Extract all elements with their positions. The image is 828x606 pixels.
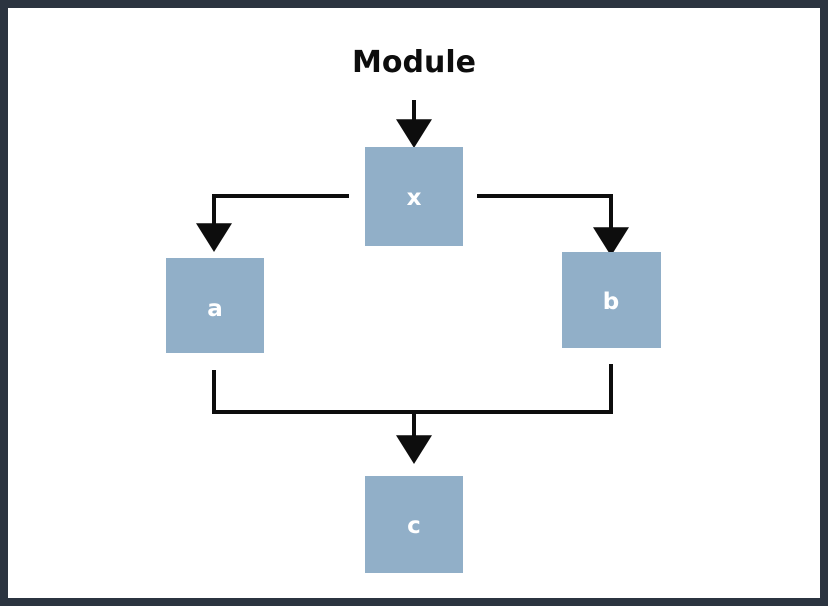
node-a-label: a [207,296,223,322]
line-b-merge [414,364,613,414]
edge-x-to-a [196,194,349,252]
node-a-box[interactable] [166,258,264,353]
edge-x-to-b [477,194,629,256]
node-x-box[interactable] [365,147,463,246]
node-b[interactable]: b [562,252,661,348]
arrow-x-to-b [477,194,629,256]
line-a-merge [212,370,414,414]
edge-b-to-merge [414,364,613,414]
diagram-title: Module [352,45,476,80]
node-a[interactable]: a [166,258,264,353]
node-c[interactable]: c [365,476,463,573]
node-x-label: x [407,185,422,211]
arrow-x-to-a [196,194,349,252]
node-b-box[interactable] [562,252,661,348]
node-x[interactable]: x [365,147,463,246]
node-b-label: b [603,289,619,315]
node-c-box[interactable] [365,476,463,573]
node-c-label: c [407,513,421,539]
edge-a-to-merge [212,370,414,414]
